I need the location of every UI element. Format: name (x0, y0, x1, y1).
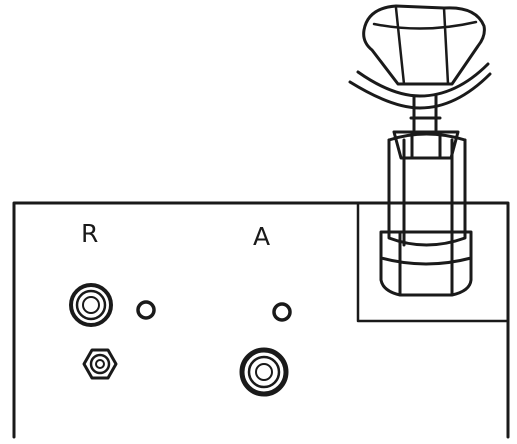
valve-handle-grip-lines (372, 6, 478, 86)
valve-collar (348, 62, 492, 110)
port-r-pilot-hole (136, 300, 156, 320)
port-a-pilot-hole (272, 302, 292, 322)
port-label-a: A (253, 222, 271, 251)
valve-handle (362, 4, 486, 86)
port-r-large-fitting (69, 283, 113, 327)
valve-mounting-pad (356, 201, 510, 323)
valve-hex-nut (379, 230, 473, 297)
hex-plug (82, 348, 118, 380)
valve-body-rim (387, 132, 467, 142)
port-a-large-fitting (239, 347, 289, 397)
port-label-r: R (81, 219, 99, 248)
valve-assembly (348, 4, 492, 297)
valve-top-cap (392, 130, 460, 160)
valve-stem (409, 94, 442, 132)
